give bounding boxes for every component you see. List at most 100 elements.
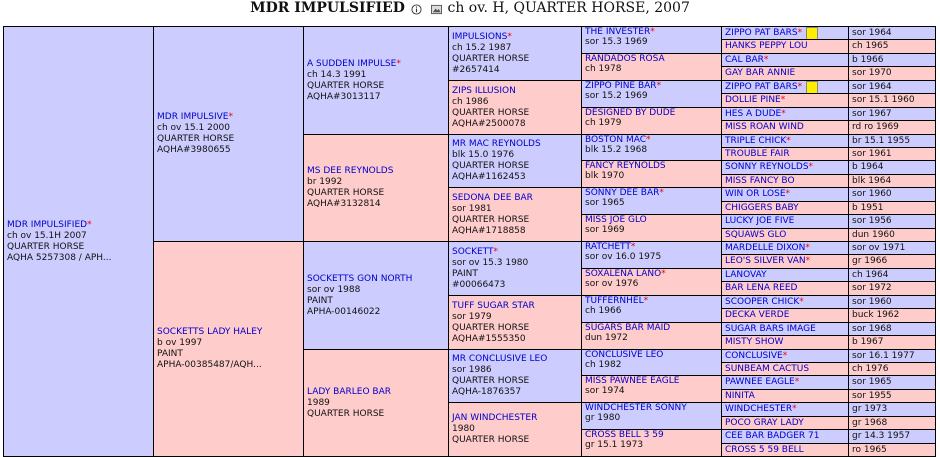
horse-name[interactable]: LANOVAY (725, 270, 767, 280)
horse-name-link[interactable]: CHIGGERS BABY (725, 203, 799, 213)
horse-name-link[interactable]: CONCLUSIVE* (725, 351, 787, 361)
horse-name-link[interactable]: WIN OR LOSE* (725, 189, 790, 199)
horse-name[interactable]: MISTY SHOW (725, 337, 784, 347)
horse-name[interactable]: SUGARS BAR MAID (585, 323, 671, 333)
horse-name[interactable]: ZIPPO PAT BARS (725, 28, 798, 38)
horse-name-link[interactable]: WINDCHESTER* (725, 404, 797, 414)
horse-name[interactable]: CEE BAR BADGER 71 (725, 431, 820, 441)
horse-name[interactable]: POCO GRAY LADY (725, 418, 804, 428)
horse-name[interactable]: MISS PAWNEE EAGLE (585, 376, 680, 386)
horse-name[interactable]: CHIGGERS BABY (725, 203, 799, 213)
horse-name-link[interactable]: MDR IMPULSIVE* (157, 112, 303, 123)
horse-name-link[interactable]: HES A DUDE* (725, 109, 786, 119)
horse-name[interactable]: TUFFERNHEL (585, 296, 644, 306)
horse-name[interactable]: THE INVESTER (585, 27, 651, 37)
horse-name[interactable]: RANDADOS ROSA (585, 54, 665, 64)
horse-name-link[interactable]: TUFF SUGAR STAR (452, 301, 581, 312)
horse-name-link[interactable]: ZIPS ILLUSION (452, 86, 581, 97)
horse-name-link[interactable]: DESIGNED BY DUDE (585, 108, 721, 118)
horse-name[interactable]: TROUBLE FAIR (725, 149, 790, 159)
horse-name[interactable]: SQUAWS GLO (725, 230, 787, 240)
horse-name[interactable]: LEO'S SILVER VAN (725, 256, 806, 266)
horse-name-link[interactable]: SOXALENA LANO* (585, 269, 721, 279)
horse-name-link[interactable]: NINITA (725, 391, 755, 401)
horse-name-link[interactable]: CONCLUSIVE LEO (585, 350, 721, 360)
horse-name[interactable]: LUCKY JOE FIVE (725, 216, 795, 226)
horse-name-link[interactable]: MISS ROAN WIND (725, 122, 804, 132)
horse-name-link[interactable]: MR CONCLUSIVE LEO (452, 354, 581, 365)
horse-name-link[interactable]: DECKA VERDE (725, 310, 789, 320)
horse-name-link[interactable]: LADY BARLEO BAR (307, 387, 448, 398)
horse-name[interactable]: SOCKETTS LADY HALEY (157, 327, 263, 337)
horse-name[interactable]: DECKA VERDE (725, 310, 790, 320)
horse-name-link[interactable]: SONNY REYNOLDS* (725, 162, 813, 172)
horse-name[interactable]: SUNBEAM CACTUS (725, 364, 810, 374)
horse-name-link[interactable]: CROSS 5 59 BELL (725, 445, 804, 455)
horse-name-link[interactable]: JAN WINDCHESTER (452, 413, 581, 424)
horse-name-link[interactable]: CEE BAR BADGER 71 (725, 431, 819, 441)
horse-name-link[interactable]: PAWNEE EAGLE* (725, 377, 799, 387)
info-icon[interactable] (411, 4, 422, 15)
horse-name-link[interactable]: SUNBEAM CACTUS (725, 364, 809, 374)
horse-name[interactable]: MISS FANCY BO (725, 176, 795, 186)
horse-name-link[interactable]: GAY BAR ANNIE (725, 68, 795, 78)
horse-name[interactable]: MISS ROAN WIND (725, 122, 804, 132)
photo-icon[interactable] (430, 4, 442, 15)
horse-name-link[interactable]: SCOOPER CHICK* (725, 297, 804, 307)
horse-name[interactable]: ZIPPO PAT BARS (725, 82, 798, 92)
horse-name-link[interactable]: RATCHETT* (585, 242, 721, 252)
horse-name[interactable]: CONCLUSIVE (725, 351, 783, 361)
horse-name[interactable]: TRIPLE CHICK (725, 136, 787, 146)
horse-name-link[interactable]: SOCKETTS GON NORTH (307, 274, 448, 285)
horse-name-link[interactable]: DOLLIE PINE* (725, 95, 785, 105)
horse-name[interactable]: MR CONCLUSIVE LEO (452, 354, 548, 364)
horse-name-link[interactable]: LUCKY JOE FIVE (725, 216, 794, 226)
horse-name[interactable]: CROSS 5 59 BELL (725, 445, 804, 455)
horse-name[interactable]: JAN WINDCHESTER (452, 413, 538, 423)
horse-name[interactable]: LADY BARLEO BAR (307, 386, 391, 397)
horse-name[interactable]: SCOOPER CHICK (725, 297, 800, 307)
horse-name[interactable]: SOCKETT (452, 246, 494, 257)
horse-name[interactable]: BOSTON MAC (585, 135, 647, 145)
horse-name[interactable]: SONNY REYNOLDS (725, 162, 809, 172)
horse-name-link[interactable]: ZIPPO PAT BARS* (725, 82, 802, 92)
horse-name-link[interactable]: BOSTON MAC* (585, 135, 721, 145)
horse-name-link[interactable]: SEDONA DEE BAR (452, 193, 581, 204)
horse-name-link[interactable]: MISTY SHOW (725, 337, 783, 347)
horse-name[interactable]: SUGAR BARS IMAGE (725, 324, 816, 334)
horse-name[interactable]: WIN OR LOSE (725, 189, 786, 199)
horse-name-link[interactable]: WINDCHESTER SONNY (585, 403, 721, 413)
horse-name[interactable]: DESIGNED BY DUDE (585, 108, 676, 118)
horse-name[interactable]: FANCY REYNOLDS (585, 161, 666, 171)
horse-name-link[interactable]: MISS JOE GLO (585, 215, 721, 225)
horse-name-link[interactable]: SONNY DEE BAR* (585, 188, 721, 198)
horse-name[interactable]: SEDONA DEE BAR (452, 192, 533, 203)
horse-name-link[interactable]: ZIPPO PAT BARS* (725, 28, 802, 38)
horse-name[interactable]: MDR IMPULSIFIED (7, 219, 88, 230)
horse-name-link[interactable]: HANKS PEPPY LOU (725, 41, 808, 51)
horse-name[interactable]: CAL BAR (725, 55, 764, 65)
horse-name-link[interactable]: MARDELLE DIXON* (725, 243, 810, 253)
horse-name-link[interactable]: CROSS BELL 3 59 (585, 430, 721, 440)
horse-name-link[interactable]: A SUDDEN IMPULSE* (307, 59, 448, 70)
horse-name-link[interactable]: SUGAR BARS IMAGE (725, 324, 816, 334)
horse-name-link[interactable]: MISS PAWNEE EAGLE (585, 376, 721, 386)
horse-name[interactable]: ZIPS ILLUSION (452, 85, 516, 96)
horse-name-link[interactable]: TUFFERNHEL* (585, 296, 721, 306)
horse-name-link[interactable]: MS DEE REYNOLDS (307, 166, 448, 177)
horse-name-link[interactable]: FANCY REYNOLDS (585, 161, 721, 171)
horse-name-link[interactable]: CAL BAR* (725, 55, 768, 65)
horse-name[interactable]: HANKS PEPPY LOU (725, 41, 808, 51)
horse-name-link[interactable]: TRIPLE CHICK* (725, 136, 791, 146)
horse-name-link[interactable]: TROUBLE FAIR (725, 149, 790, 159)
horse-name[interactable]: IMPULSIONS (452, 31, 508, 42)
horse-name-link[interactable]: MDR IMPULSIFIED* (7, 220, 153, 231)
horse-name-link[interactable]: SOCKETTS LADY HALEY (157, 327, 303, 338)
horse-name[interactable]: MS DEE REYNOLDS (307, 166, 394, 176)
horse-name[interactable]: CONCLUSIVE LEO (585, 350, 664, 360)
horse-name[interactable]: WINDCHESTER SONNY (585, 403, 687, 413)
horse-name-link[interactable]: SOCKETT* (452, 247, 581, 258)
horse-name[interactable]: HES A DUDE (725, 109, 782, 119)
horse-name[interactable]: MR MAC REYNOLDS (452, 139, 541, 149)
horse-name[interactable]: CROSS BELL 3 59 (585, 430, 664, 440)
